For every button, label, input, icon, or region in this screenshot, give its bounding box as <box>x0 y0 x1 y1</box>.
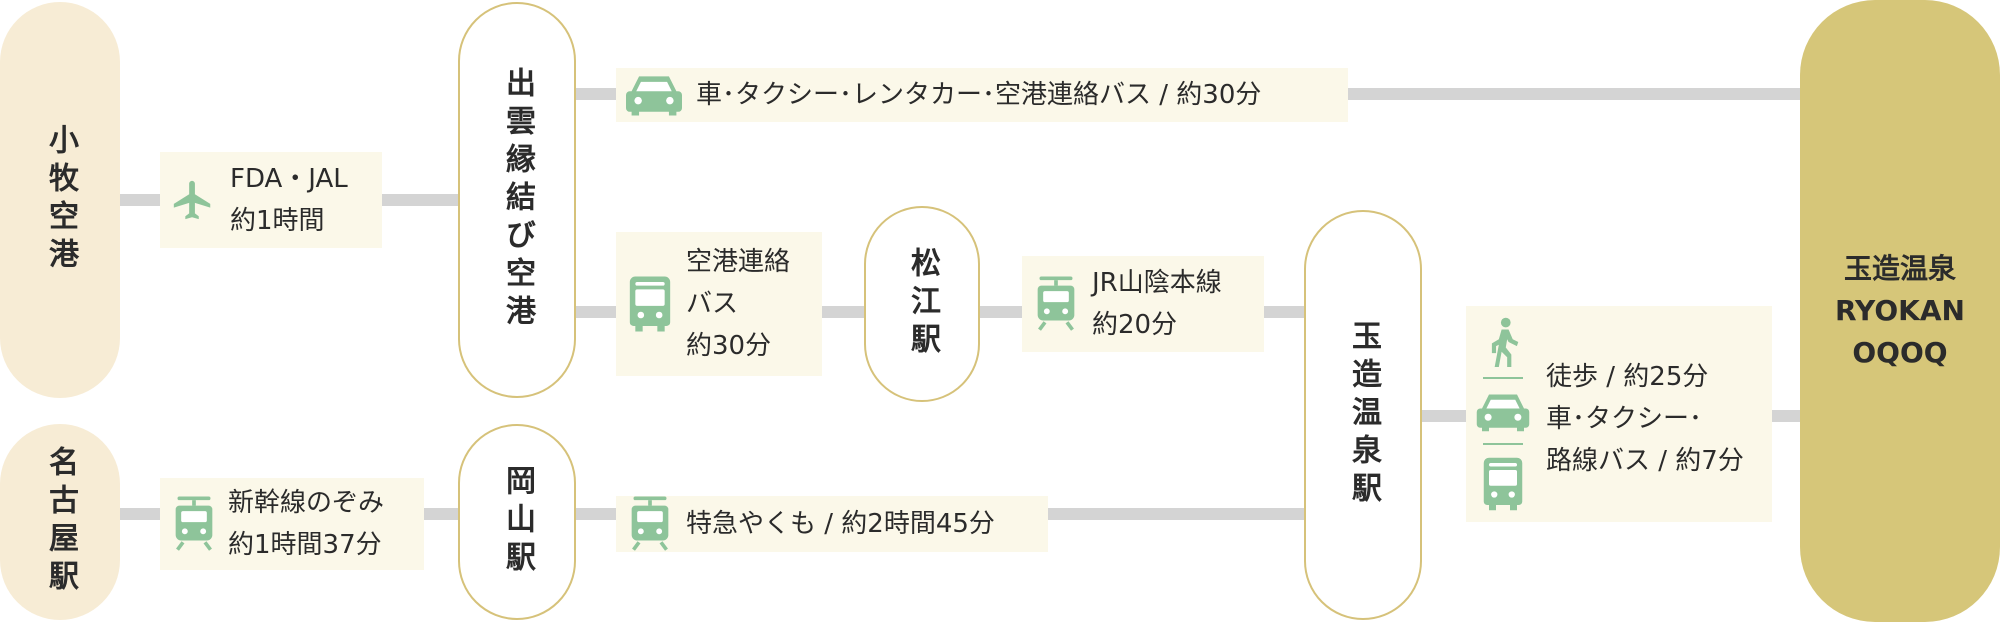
origin-nagoya-station: 名古屋駅 <box>0 424 120 620</box>
station-izumo-airport: 出雲縁結び空港 <box>458 2 576 398</box>
station-tamatsukuri-onsen: 玉造温泉駅 <box>1304 210 1422 620</box>
route-shinkansen-text: 新幹線のぞみ 約1時間37分 <box>228 482 384 566</box>
route-express-yakumo-label: 特急やくも / 約2時間45分 <box>686 509 995 539</box>
walking-icon <box>1491 317 1519 367</box>
route-car-direct: 車･タクシー･レンタカー･空港連絡バス / 約30分 <box>616 68 1348 122</box>
station-okayama-label: 岡山駅 <box>500 465 535 579</box>
airplane-icon <box>173 180 211 220</box>
route-shinkansen-line-2: 約1時間37分 <box>228 530 382 560</box>
route-flight-line-1: FDA・JAL <box>230 164 348 194</box>
route-flight: FDA・JAL 約1時間 <box>160 152 382 248</box>
station-izumo-airport-label: 出雲縁結び空港 <box>500 67 535 333</box>
route-jr-sanin: JR山陰本線 約20分 <box>1022 256 1264 352</box>
origin-nagoya-label: 名古屋駅 <box>43 446 78 598</box>
train-icon <box>631 496 669 551</box>
train-icon <box>1037 276 1075 331</box>
station-matsue-label: 松江駅 <box>905 247 940 361</box>
destination-line-2: RYOKAN <box>1835 294 1965 327</box>
divider <box>1483 377 1523 379</box>
route-last-mile-text: 徒歩 / 約25分 車･タクシー･ 路線バス / 約7分 <box>1546 356 1744 482</box>
route-last-mile: 徒歩 / 約25分 車･タクシー･ 路線バス / 約7分 <box>1466 306 1772 522</box>
station-tamatsukuri-label: 玉造温泉駅 <box>1346 320 1381 510</box>
route-last-mile-line-3: 路線バス / 約7分 <box>1546 446 1744 476</box>
route-airport-bus-line-2: バス <box>686 289 739 319</box>
divider <box>1483 443 1523 445</box>
route-airport-bus: 空港連絡 バス 約30分 <box>616 232 822 376</box>
route-airport-bus-line-3: 約30分 <box>686 331 772 361</box>
route-express-yakumo: 特急やくも / 約2時間45分 <box>616 496 1048 552</box>
route-shinkansen-line-1: 新幹線のぞみ <box>228 488 385 518</box>
bus-icon <box>1483 457 1523 511</box>
route-jr-sanin-line-1: JR山陰本線 <box>1092 268 1222 298</box>
route-jr-sanin-text: JR山陰本線 約20分 <box>1092 262 1222 346</box>
bus-icon <box>629 276 671 332</box>
route-jr-sanin-line-2: 約20分 <box>1092 310 1178 340</box>
destination-line-1: 玉造温泉 <box>1843 252 1956 285</box>
car-icon <box>626 76 682 116</box>
route-flight-line-2: 約1時間 <box>230 206 325 236</box>
origin-komaki-airport: 小牧空港 <box>0 2 120 398</box>
route-airport-bus-text: 空港連絡 バス 約30分 <box>686 241 790 367</box>
destination-ryokan: 玉造温泉 RYOKAN OQOQ <box>1800 0 2000 622</box>
route-flight-text: FDA・JAL 約1時間 <box>230 158 348 242</box>
route-last-mile-line-1: 徒歩 / 約25分 <box>1546 362 1709 392</box>
destination-line-3: OQOQ <box>1852 336 1948 369</box>
origin-komaki-label: 小牧空港 <box>43 124 78 276</box>
destination-label: 玉造温泉 RYOKAN OQOQ <box>1835 248 1965 374</box>
station-okayama: 岡山駅 <box>458 424 576 620</box>
route-car-direct-label: 車･タクシー･レンタカー･空港連絡バス / 約30分 <box>696 80 1262 110</box>
car-icon <box>1476 394 1530 432</box>
station-matsue: 松江駅 <box>864 206 980 402</box>
route-shinkansen: 新幹線のぞみ 約1時間37分 <box>160 478 424 570</box>
train-icon <box>175 496 213 551</box>
route-last-mile-line-2: 車･タクシー･ <box>1546 404 1703 434</box>
route-airport-bus-line-1: 空港連絡 <box>686 247 791 277</box>
route-last-mile-icons <box>1476 317 1530 511</box>
